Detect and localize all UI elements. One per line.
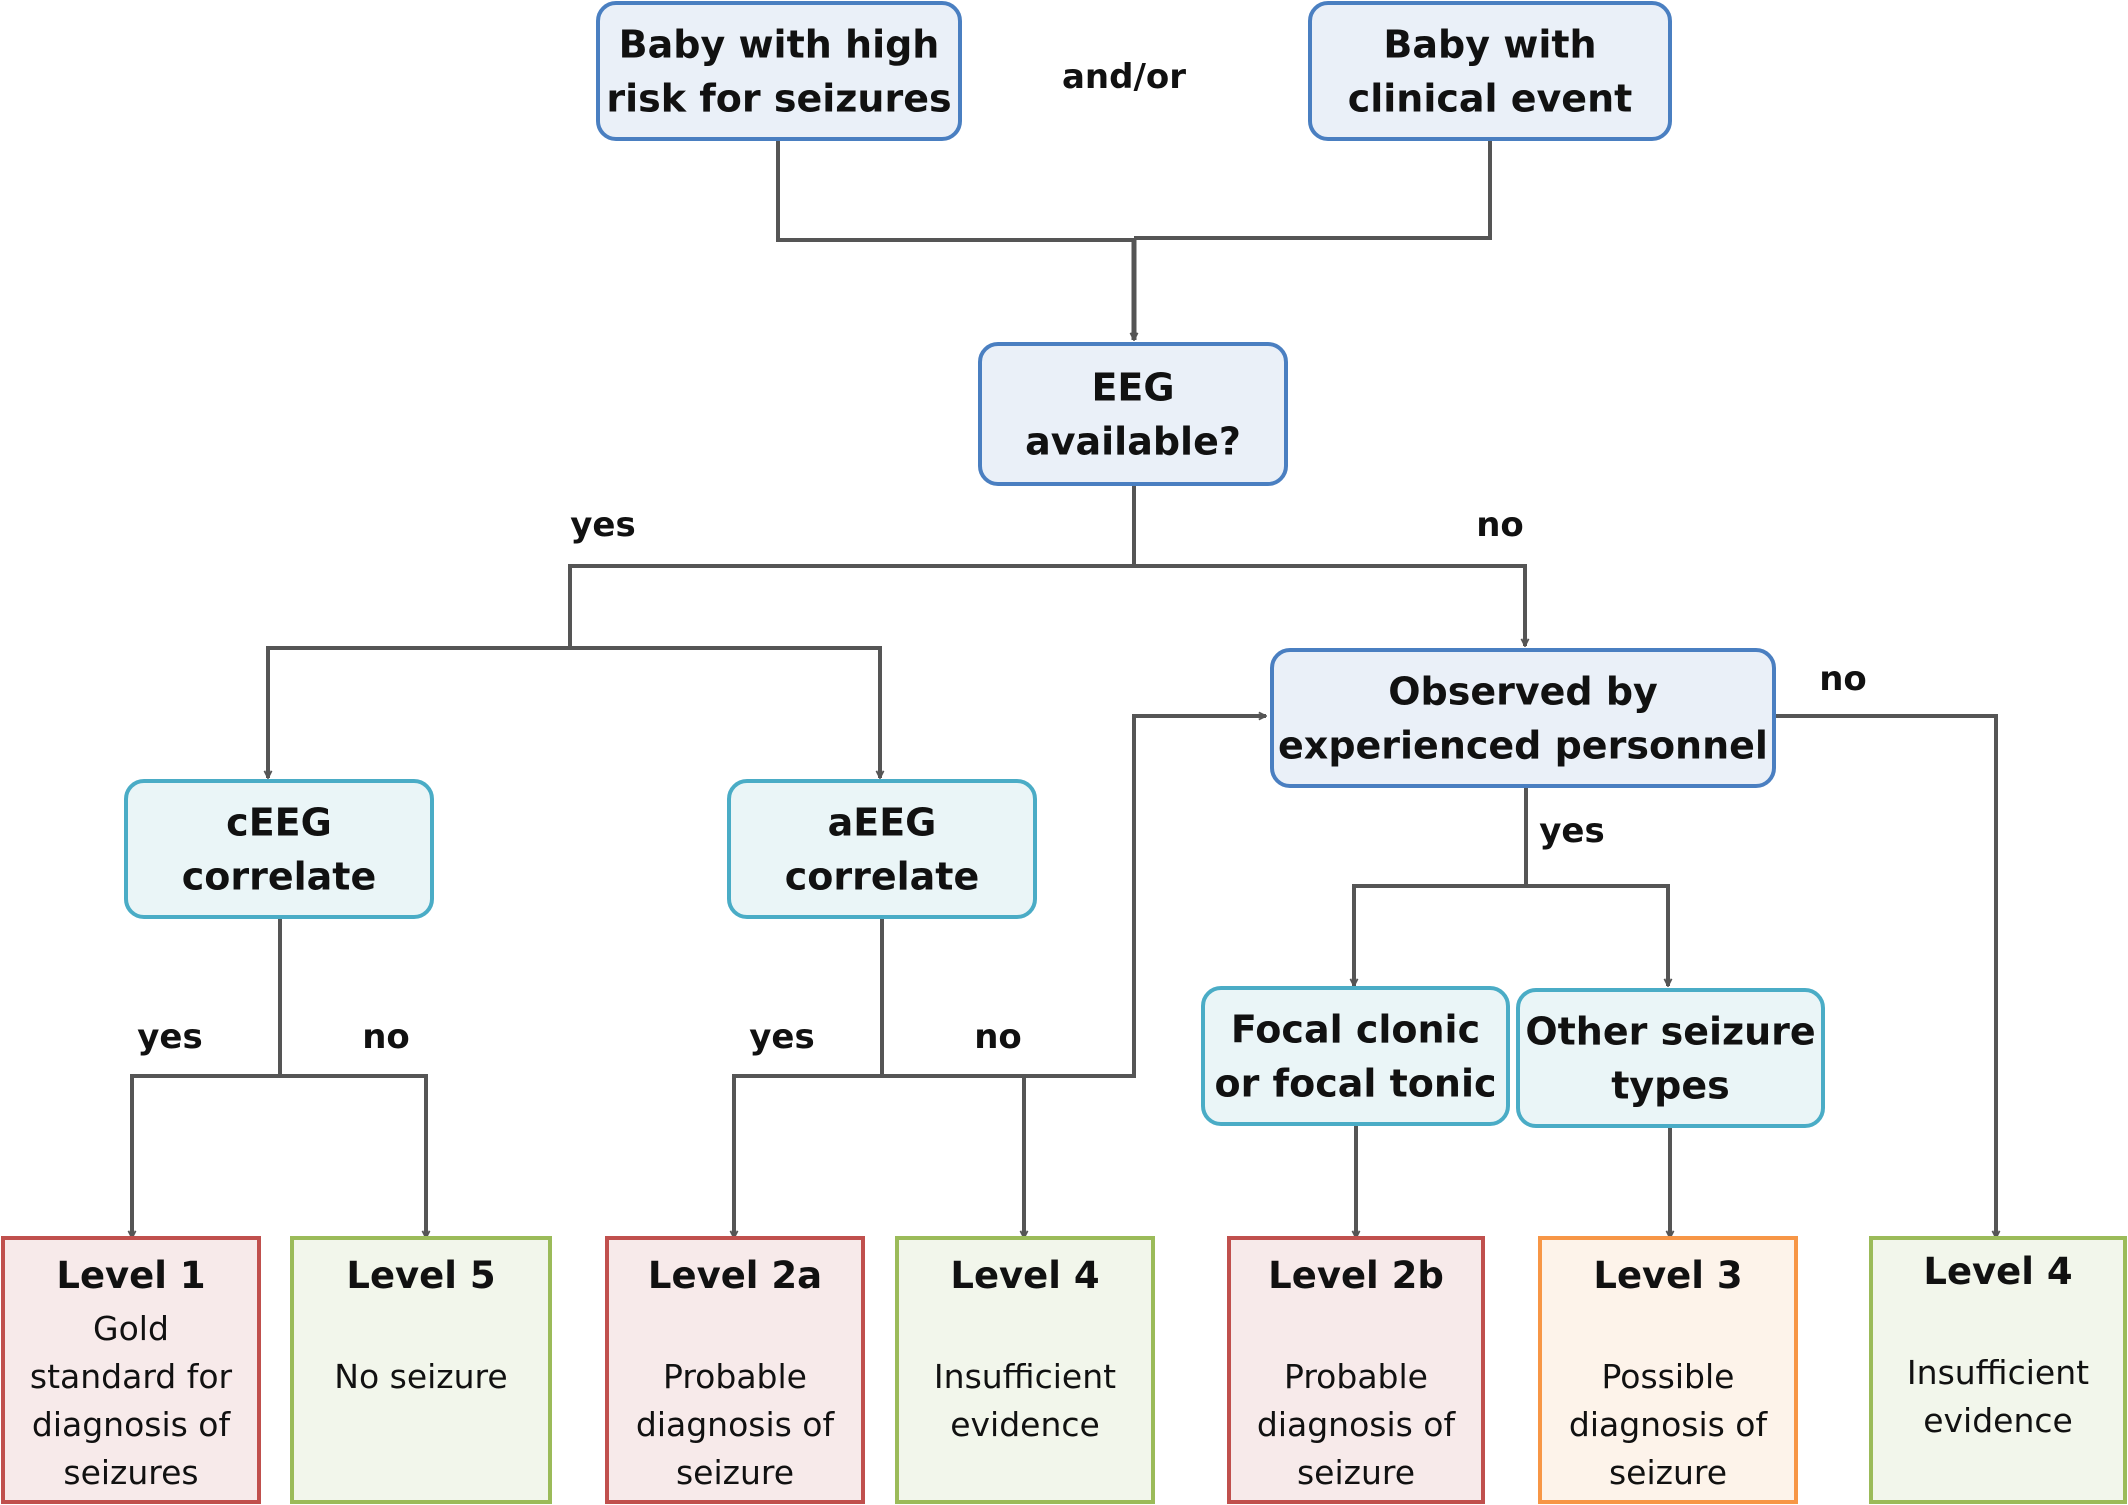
ceeg-correlate-box-label: cEEG (226, 801, 332, 845)
aeeg-correlate-box: aEEG correlate (727, 779, 1037, 919)
eeg-available-box-label: EEG (1091, 366, 1174, 410)
high-risk-box-label: Baby with high (619, 23, 940, 67)
other-seizure-types-box-label: types (1611, 1064, 1730, 1108)
level-4-box-clinical-line: evidence (1923, 1401, 2073, 1440)
aeeg-correlate-box-label: correlate (785, 855, 980, 899)
connector-aeeg-yes (734, 1074, 882, 1238)
connector-aeeg-no (882, 1074, 1024, 1238)
connector-eeg-yes (568, 564, 1134, 646)
connector-ceeg-yes (132, 1074, 280, 1238)
observed-box-frame (1270, 648, 1776, 788)
level-5-box-title: Level 5 (346, 1254, 495, 1297)
level-1-box: Level 1 Gold standard for diagnosis of seizu… (1, 1236, 261, 1504)
aeeg-no-label: no (974, 1017, 1022, 1057)
level-3-box-line: Possible (1602, 1357, 1735, 1396)
ceeg-correlate-box-frame (124, 779, 434, 919)
level-2b-box-frame (1227, 1236, 1485, 1504)
level-4-box-clinical-title: Level 4 (1923, 1250, 2072, 1293)
observed-box-label: Observed by (1388, 670, 1658, 714)
level-2b-box-title: Level 2b (1268, 1254, 1444, 1297)
connector-high-risk (776, 140, 1134, 242)
connector-yes-branches (266, 646, 880, 778)
eeg-available-box-frame (978, 342, 1288, 486)
high-risk-box-label: risk for seizures (606, 77, 951, 121)
aeeg-correlate-box-frame (727, 779, 1037, 919)
level-2a-box: Level 2a Probable diagnosis of seizure (605, 1236, 865, 1504)
level-1-box-line: seizures (63, 1453, 198, 1492)
and-or-label: and/or (1062, 57, 1186, 97)
level-4-box-clinical-frame (1869, 1236, 2127, 1504)
observed-yes-label: yes (1539, 811, 1604, 851)
level-3-box-line: seizure (1609, 1453, 1727, 1492)
observed-box-label: experienced personnel (1278, 724, 1768, 768)
aeeg-correlate-box-label: aEEG (828, 801, 937, 845)
focal-clonic-box-label: or focal tonic (1214, 1062, 1496, 1106)
clinical-event-box: Baby with clinical event (1308, 1, 1672, 141)
connector-clinical-event (1134, 140, 1492, 240)
eeg-yes-label: yes (570, 505, 635, 545)
observed-box: Observed by experienced personnel (1270, 648, 1776, 788)
level-3-box-line: diagnosis of (1569, 1405, 1769, 1444)
level-5-box-line: No seizure (334, 1357, 507, 1396)
level-2a-box-line: diagnosis of (636, 1405, 836, 1444)
connector-observed-no (1774, 714, 1996, 1238)
level-2a-box-line: seizure (676, 1453, 794, 1492)
eeg-available-box: EEG available? (978, 342, 1288, 486)
ceeg-correlate-box: cEEG correlate (124, 779, 434, 919)
connector-observed-other (1526, 884, 1668, 986)
level-4-box-clinical-line: Insufficient (1907, 1353, 2089, 1392)
other-seizure-types-box: Other seizure types (1516, 988, 1825, 1128)
level-1-box-line: Gold (93, 1309, 169, 1348)
connector-ceeg-no (280, 1074, 426, 1238)
focal-clonic-box-frame (1201, 986, 1510, 1126)
focal-clonic-box: Focal clonic or focal tonic (1201, 986, 1510, 1126)
other-seizure-types-box-frame (1516, 988, 1825, 1128)
connector-aeeg-no-to-observed (882, 716, 1266, 1078)
level-2a-box-frame (605, 1236, 865, 1504)
level-4-box-eeg-line: evidence (950, 1405, 1100, 1444)
ceeg-no-label: no (362, 1017, 410, 1057)
observed-no-label: no (1819, 659, 1867, 699)
level-4-box-eeg-line: Insufficient (934, 1357, 1116, 1396)
level-1-box-title: Level 1 (56, 1254, 205, 1297)
edge-labels: and/or yes no no yes yes no yes no (137, 57, 1867, 1057)
focal-clonic-box-label: Focal clonic (1231, 1008, 1480, 1052)
level-1-box-line: diagnosis of (32, 1405, 232, 1444)
level-4-box-eeg: Level 4 Insufficient evidence (895, 1236, 1155, 1504)
level-5-box: Level 5 No seizure (290, 1236, 552, 1504)
level-3-box-frame (1538, 1236, 1798, 1504)
level-5-box-frame (290, 1236, 552, 1504)
level-2b-box-line: seizure (1297, 1453, 1415, 1492)
ceeg-correlate-box-label: correlate (182, 855, 377, 899)
level-4-box-clinical: Level 4 Insufficient evidence (1869, 1236, 2127, 1504)
clinical-event-box-label: Baby with (1383, 23, 1596, 67)
level-2b-box: Level 2b Probable diagnosis of seizure (1227, 1236, 1485, 1504)
level-3-box-title: Level 3 (1593, 1254, 1742, 1297)
level-4-box-eeg-title: Level 4 (950, 1254, 1099, 1297)
level-2a-box-title: Level 2a (648, 1254, 822, 1297)
other-seizure-types-box-label: Other seizure (1525, 1010, 1815, 1054)
clinical-event-box-frame (1308, 1, 1672, 141)
connector-observed-focal (1354, 884, 1526, 986)
eeg-available-box-label: available? (1025, 420, 1241, 464)
high-risk-box-frame (596, 1, 962, 141)
level-3-box: Level 3 Possible diagnosis of seizure (1538, 1236, 1798, 1504)
ceeg-yes-label: yes (137, 1017, 202, 1057)
level-2a-box-line: Probable (663, 1357, 807, 1396)
level-1-box-frame (1, 1236, 261, 1504)
clinical-event-box-label: clinical event (1348, 77, 1633, 121)
level-4-box-eeg-frame (895, 1236, 1155, 1504)
high-risk-box: Baby with high risk for seizures (596, 1, 962, 141)
connectors (132, 140, 1996, 1238)
level-2b-box-line: Probable (1284, 1357, 1428, 1396)
level-1-box-line: standard for (30, 1357, 233, 1396)
connector-eeg-no (1134, 564, 1525, 646)
eeg-no-label: no (1476, 505, 1524, 545)
level-2b-box-line: diagnosis of (1257, 1405, 1457, 1444)
aeeg-yes-label: yes (749, 1017, 814, 1057)
